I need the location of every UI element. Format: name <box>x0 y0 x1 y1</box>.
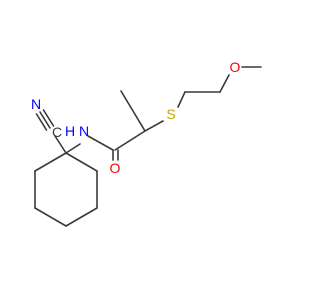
carbonyl-o-label: O <box>110 160 121 176</box>
ring-to-amide-n-bond <box>65 143 81 154</box>
ring-bond-3 <box>65 207 98 227</box>
sulfur-label: S <box>166 106 175 122</box>
amide-n-to-carbonyl-bond <box>87 135 114 151</box>
ring-bond-1 <box>65 152 98 172</box>
ring-bond-6 <box>34 152 67 172</box>
alpha-to-methyl-bond <box>120 90 146 132</box>
nitrile-n-label: N <box>31 96 41 112</box>
molecule-structure: N C N H O S O <box>31 59 262 227</box>
carbonyl-to-alpha-bond <box>114 130 146 151</box>
carbonyl-double-bond <box>112 149 119 161</box>
nitrile-triple-bond-b <box>42 109 55 127</box>
nitrile-group <box>35 109 67 154</box>
ring-bond-4 <box>34 207 67 227</box>
ch2-to-ether-o-bond <box>219 74 230 93</box>
amide-h-label: H <box>65 123 75 139</box>
nitrile-c-label: C <box>52 124 62 140</box>
ether-o-label: O <box>230 59 241 75</box>
amide-n-label: N <box>79 123 89 139</box>
nitrile-triple-bond-a <box>39 111 51 129</box>
alpha-to-sulfur-bond <box>144 120 164 132</box>
ring-to-nitrile-bond <box>54 135 67 154</box>
nitrile-triple-bond-c <box>35 113 48 131</box>
cyclohexane-ring <box>34 152 98 227</box>
sulfur-to-ch2-bond <box>177 91 186 108</box>
